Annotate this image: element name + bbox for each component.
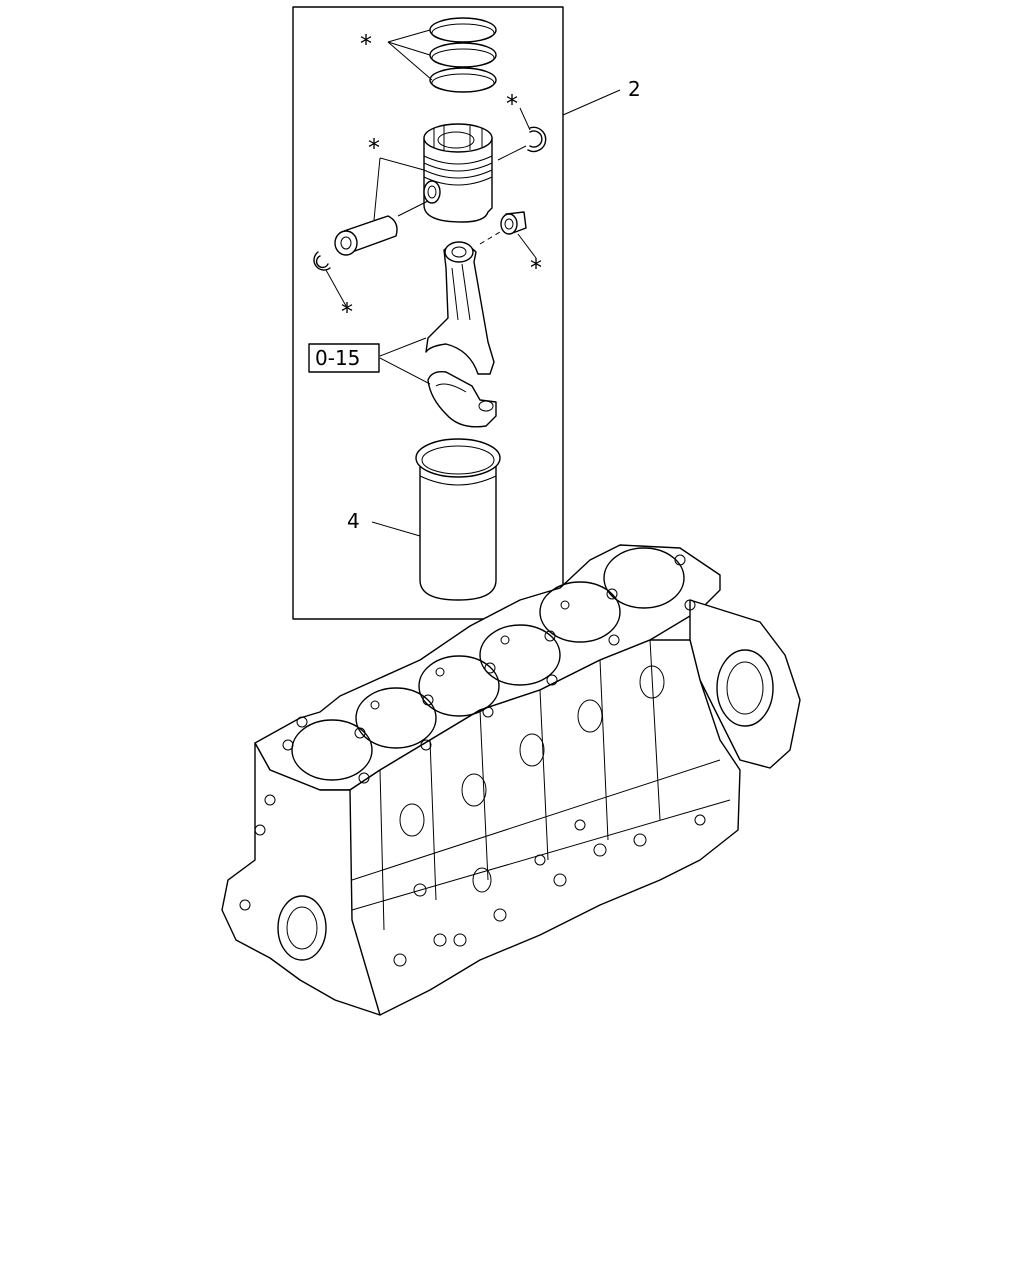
marker-rings: * [360, 30, 372, 58]
small-end-bushing [479, 211, 527, 245]
cylinder-liner [415, 438, 501, 601]
cylinder-bores [291, 547, 685, 781]
snap-rings [313, 126, 547, 271]
piston [423, 123, 493, 223]
rod-cap [427, 370, 497, 428]
cylinder-block [221, 544, 801, 1016]
marker-bushing: * [530, 254, 542, 282]
connecting-rod [425, 241, 495, 375]
marker-snap-ring-right: * [506, 90, 518, 118]
side-bosses [239, 665, 706, 967]
assembly-frame [292, 6, 564, 620]
deck-bolt-holes [282, 554, 696, 784]
piston-pin [334, 200, 429, 256]
leader-lines [325, 29, 621, 537]
assembly-callout-number: 2 [628, 77, 641, 101]
liner-callout-number: 4 [347, 509, 360, 533]
piston-rings [429, 17, 497, 93]
reference-box [308, 343, 380, 373]
marker-snap-ring-left: * [341, 298, 353, 326]
reference-label: 0-15 [315, 346, 360, 370]
marker-piston: * [368, 134, 380, 162]
